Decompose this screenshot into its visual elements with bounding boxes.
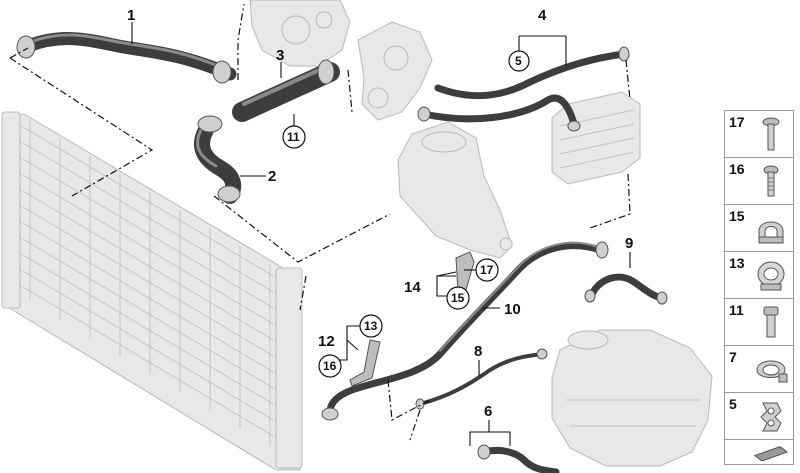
small-part-7: 7 <box>724 345 794 392</box>
small-part-label-tag <box>724 439 794 465</box>
small-parts-panel: 17 16 15 13 11 7 <box>724 110 794 465</box>
clip-icon <box>756 360 788 383</box>
tag-icon <box>753 446 789 461</box>
circled-ref-16: 16 <box>323 359 337 373</box>
circled-references: 11 5 17 15 13 16 <box>282 50 530 378</box>
thermostat-housing <box>357 21 433 121</box>
callout-14: 14 <box>404 279 421 296</box>
callout-1: 1 <box>127 7 135 24</box>
small-part-5: 5 <box>724 392 794 439</box>
bracket-icon <box>760 402 782 432</box>
callout-10: 10 <box>504 301 521 318</box>
callout-labels: 1 2 3 4 6 8 9 10 12 14 <box>127 7 633 420</box>
clip-icon <box>757 261 785 291</box>
hose-4 <box>417 46 630 132</box>
hose-9 <box>584 273 668 305</box>
small-part-15: 15 <box>724 204 794 251</box>
hose-8 <box>415 348 548 410</box>
hose-10 <box>321 241 609 421</box>
small-part-17: 17 <box>724 110 794 157</box>
circled-ref-5: 5 <box>515 54 522 68</box>
assembly-lines <box>9 3 631 441</box>
radiator <box>1 111 303 471</box>
small-part-label: 15 <box>729 208 745 224</box>
small-part-label: 5 <box>729 396 737 412</box>
hose-3 <box>232 59 340 122</box>
callout-4: 4 <box>538 7 547 24</box>
bracket-14 <box>455 251 475 293</box>
circled-ref-15: 15 <box>451 291 465 305</box>
hose-2 <box>194 115 242 204</box>
callout-9: 9 <box>625 235 633 252</box>
circled-ref-17: 17 <box>480 263 494 277</box>
callout-2: 2 <box>268 168 276 185</box>
small-part-label: 7 <box>729 349 737 365</box>
circled-ref-11: 11 <box>287 130 300 144</box>
expansion-tank <box>551 329 713 467</box>
callout-8: 8 <box>474 343 482 360</box>
hose-1 <box>16 32 237 84</box>
clip-icon <box>758 221 784 244</box>
callout-12: 12 <box>318 333 335 350</box>
small-part-11: 11 <box>724 298 794 345</box>
callout-3: 3 <box>276 47 284 64</box>
hose-6 <box>477 444 560 473</box>
bolt-icon <box>762 117 780 151</box>
small-part-label: 13 <box>729 255 745 271</box>
bolt-icon <box>763 165 779 197</box>
small-part-label: 16 <box>729 161 745 177</box>
circled-ref-13: 13 <box>364 319 378 333</box>
small-part-label: 11 <box>729 302 744 318</box>
bolt-icon <box>763 306 779 338</box>
small-part-16: 16 <box>724 157 794 204</box>
small-part-13: 13 <box>724 251 794 298</box>
bracket-12 <box>349 339 381 387</box>
leader-lines <box>131 22 631 446</box>
engine-block <box>249 0 351 67</box>
small-part-label: 17 <box>729 114 745 130</box>
oil-filter-housing <box>397 121 513 259</box>
callout-6: 6 <box>484 403 492 420</box>
